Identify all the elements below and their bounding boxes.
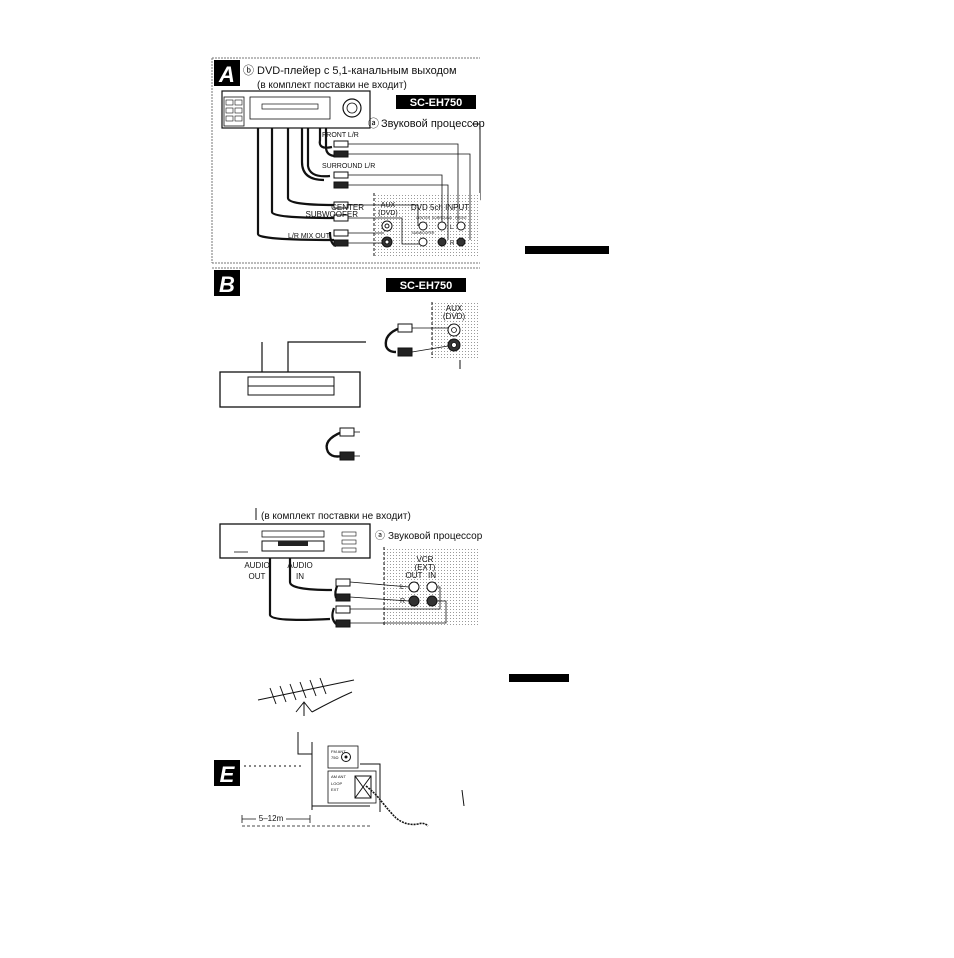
out-label: OUT: [406, 571, 423, 580]
dvd-player: [221, 90, 371, 129]
fm-ohm-label: 75Ω: [331, 755, 338, 760]
mix-out-label: L/R MIX OUT: [288, 233, 331, 240]
center-label: CENTER: [331, 203, 364, 212]
panel-c: (в комплект поставки не входит) ⓐ Звуков…: [219, 508, 483, 628]
plugs-c: [335, 578, 351, 628]
model-badge-a: [396, 95, 476, 109]
panel-b-letter: B: [219, 272, 235, 297]
panel-e: E FM ANT 75Ω AM ANT LOOP EXT 5–12m: [214, 677, 465, 827]
loose-cable-b: [325, 430, 343, 458]
fm-antenna-icon: [257, 677, 355, 716]
jack-sub-label: SUBWOOFER: [412, 231, 435, 235]
panel-b: B SC-EH750 AUX (DVD): [212, 267, 480, 461]
vcr-note: (в комплект поставки не входит): [261, 511, 411, 522]
subwoofer-label: SUBWOOFER: [306, 210, 359, 219]
dvd-player-note: (в комплект поставки не входит): [257, 80, 407, 91]
audio-in-label-1: AUDIO: [287, 561, 312, 570]
audio-in-label-2: IN: [296, 572, 304, 581]
panel-e-letter: E: [220, 762, 236, 787]
cables-c: [268, 558, 339, 625]
audio-out-label-2: OUT: [249, 572, 266, 581]
vcr-device: [219, 523, 371, 559]
processor-label-c: Звуковой процессор: [388, 531, 483, 542]
vcr-label: VCR: [417, 555, 434, 564]
jack-center-label: CENTER: [416, 216, 431, 220]
jack-surround-label: SURROUND: [432, 216, 453, 220]
jack-front-label: FRONT: [455, 216, 468, 220]
jack-r-label-c: R: [400, 598, 405, 605]
am-loop-wire: [365, 785, 429, 827]
fm-ant-label: FM ANT: [331, 749, 346, 754]
aux-dvd-label-a: (DVD): [378, 210, 397, 217]
panel-a-letter: A: [218, 62, 235, 87]
panel-e-letter-box: [214, 760, 240, 786]
audio-out-label-1: AUDIO: [244, 561, 269, 570]
panel-a: A ⓑ DVD-плейер с 5,1-канальным выходом (…: [211, 57, 485, 264]
cables-a: [256, 128, 337, 248]
dvd-player-title: DVD-плейер с 5,1-канальным выходом: [257, 65, 457, 77]
jack-r-label-a: R: [450, 241, 455, 247]
marker-a-c: ⓐ: [375, 530, 385, 542]
vcr-jacks: [408, 581, 438, 607]
jacks-a: [381, 220, 466, 248]
wires-c: [349, 581, 447, 624]
panel-b-letter-box: [214, 270, 240, 296]
front-lr-label: FRONT L/R: [322, 132, 359, 139]
in-label: IN: [428, 571, 436, 580]
panel-a-letter-box: [214, 60, 240, 86]
model-badge-b-text: SC-EH750: [400, 280, 453, 292]
jack-l-label-a: L: [450, 225, 454, 231]
ext-label: (EXT): [415, 563, 436, 572]
loop-label: LOOP: [331, 781, 342, 786]
am-ant-label: AM ANT: [331, 774, 346, 779]
jack-l-label-c: L: [400, 584, 404, 591]
aux-dvd-label-b: (DVD): [443, 312, 466, 321]
aux-label-b: AUX: [446, 304, 463, 313]
aux-label-a: AUX: [381, 202, 396, 209]
dvd-5ch-input-label: DVD 5ch INPUT: [411, 203, 469, 212]
wires-a: [348, 143, 471, 245]
distance-label: 5–12m: [259, 814, 284, 823]
marker-b: ⓑ: [243, 64, 254, 77]
ext-label-e: EXT: [331, 787, 339, 792]
heading-bar-1: [525, 246, 609, 254]
model-badge-a-text: SC-EH750: [410, 97, 463, 109]
model-badge-b: [386, 278, 466, 292]
processor-label-a: Звуковой процессор: [381, 118, 485, 130]
plugs-a: [333, 140, 349, 247]
cd-player: [219, 371, 361, 408]
heading-bar-2: [509, 674, 569, 682]
marker-a: ⓐ: [368, 117, 379, 130]
surround-lr-label: SURROUND L/R: [322, 163, 375, 170]
